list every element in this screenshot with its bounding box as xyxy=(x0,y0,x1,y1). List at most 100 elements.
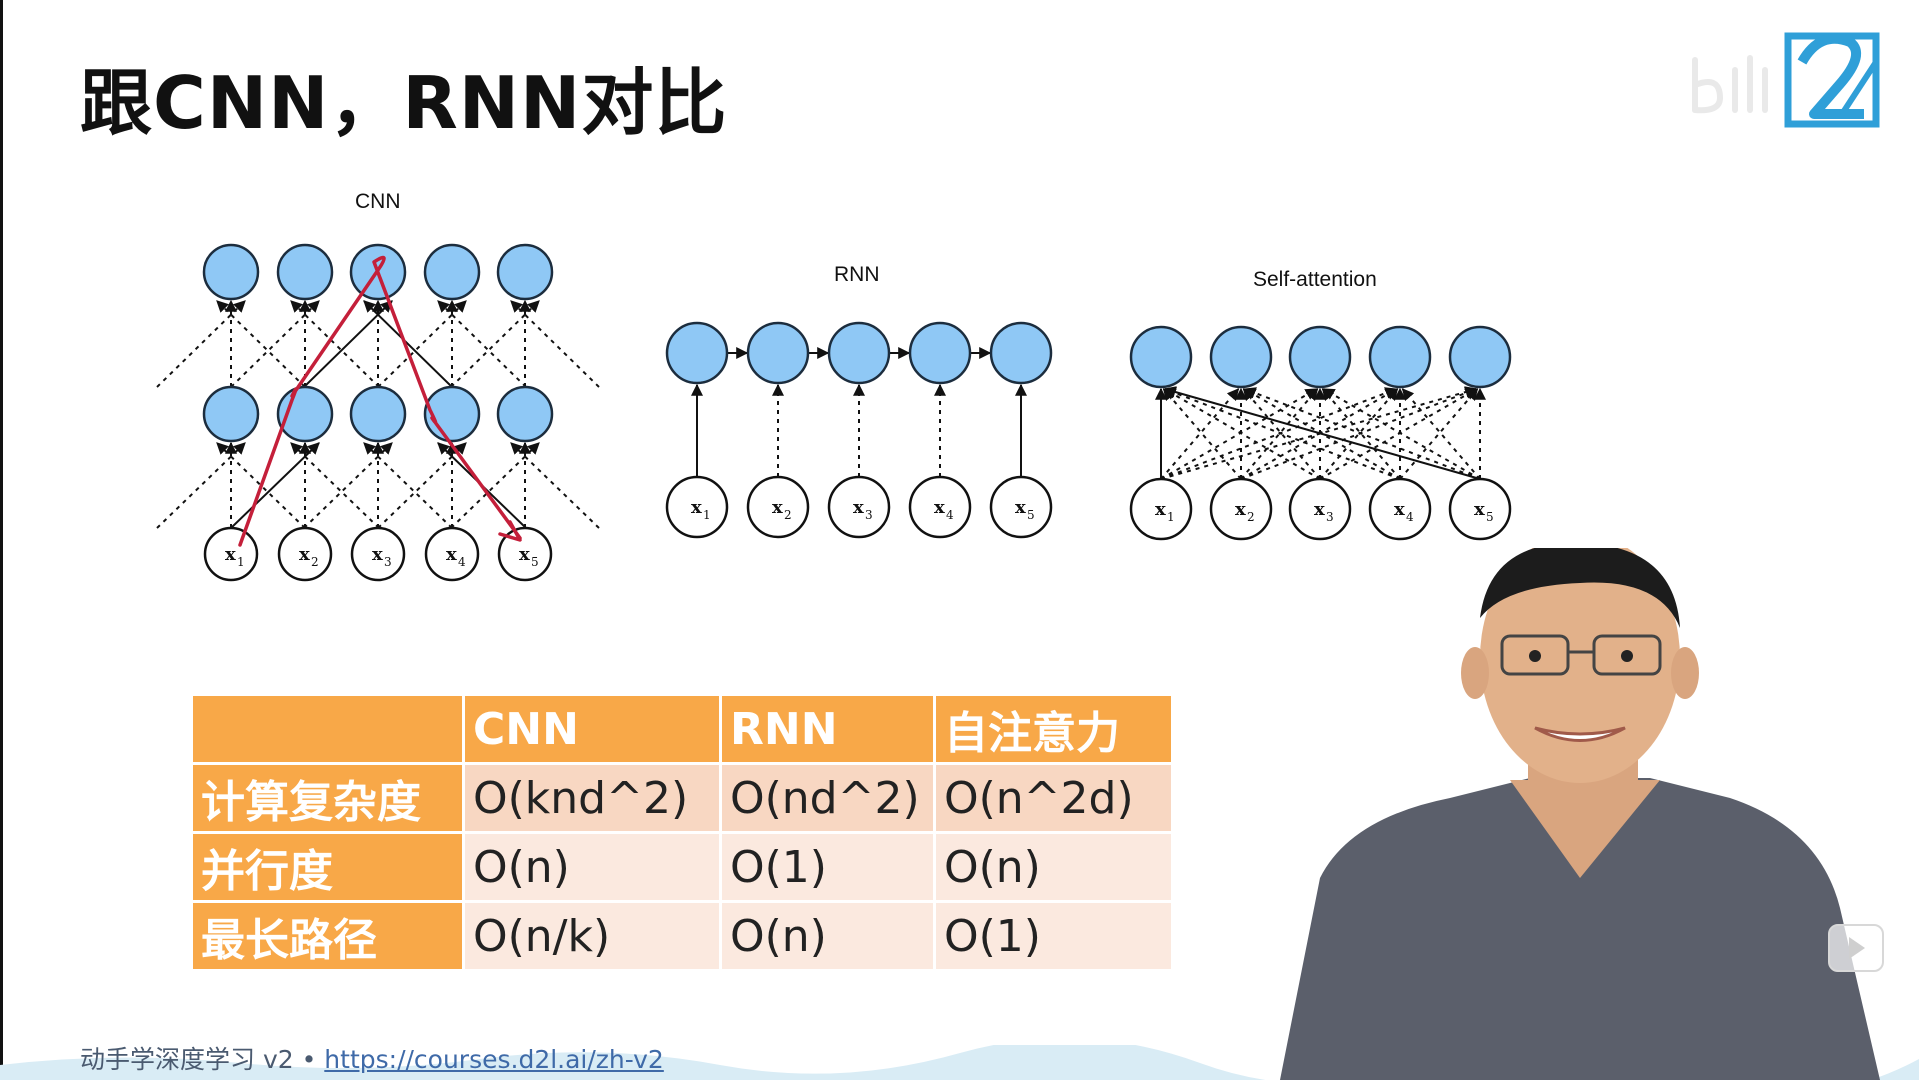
hidden-node xyxy=(1129,325,1193,389)
input-subscript: 5 xyxy=(1027,508,1035,522)
input-label: x xyxy=(853,497,864,518)
input-subscript: 3 xyxy=(865,508,873,522)
hidden-node xyxy=(496,243,554,301)
edge-arrow xyxy=(1399,388,1479,480)
edge-arrow xyxy=(450,300,540,388)
hidden-node xyxy=(1209,325,1273,389)
input-subscript: 1 xyxy=(703,508,711,522)
input-subscript: 1 xyxy=(237,555,245,569)
input-subscript: 2 xyxy=(784,508,792,522)
edge-arrow xyxy=(1163,388,1321,480)
table-cell: O(n) xyxy=(933,831,1174,903)
input-label: x xyxy=(691,497,702,518)
edge-arrow xyxy=(510,442,600,529)
hidden-node xyxy=(202,385,260,443)
edge-arrow xyxy=(1401,388,1481,480)
rnn-diagram-label: RNN xyxy=(834,263,880,286)
edge-arrow xyxy=(1322,388,1481,480)
edge-arrow xyxy=(363,300,453,388)
input-node xyxy=(277,526,333,582)
table-cell: O(nd^2) xyxy=(719,762,936,834)
hidden-node xyxy=(746,321,810,385)
input-node xyxy=(424,526,480,582)
edge-arrow xyxy=(1321,388,1401,480)
table-cell: O(n) xyxy=(462,831,722,903)
edge-arrow xyxy=(1240,388,1398,480)
input-node xyxy=(908,475,972,539)
input-node xyxy=(665,475,729,539)
table-cell: O(n) xyxy=(719,900,936,972)
table-header-attention: 自注意力 xyxy=(933,693,1174,765)
row-label: 计算复杂度 xyxy=(190,762,465,834)
edge-arrow xyxy=(1242,388,1321,480)
edge-arrow xyxy=(1240,388,1319,480)
row-label: 最长路径 xyxy=(190,900,465,972)
footer-link[interactable]: https://courses.d2l.ai/zh-v2 xyxy=(324,1045,664,1074)
input-node xyxy=(350,526,406,582)
hidden-node xyxy=(423,243,481,301)
input-label: x xyxy=(1474,499,1485,520)
input-node xyxy=(1288,477,1352,541)
table-cell: O(1) xyxy=(719,831,936,903)
comparison-table: CNN RNN 自注意力 计算复杂度 O(knd^2) O(nd^2) O(n^… xyxy=(190,693,1174,972)
input-subscript: 3 xyxy=(1326,510,1334,524)
hidden-node xyxy=(349,385,407,443)
input-label: x xyxy=(1155,499,1166,520)
edge-arrow xyxy=(1160,388,1240,480)
table-cell: O(1) xyxy=(933,900,1174,972)
table-cell: O(n^2d) xyxy=(933,762,1174,834)
input-label: x xyxy=(772,497,783,518)
table-header-rnn: RNN xyxy=(719,693,936,765)
table-row: 计算复杂度 O(knd^2) O(nd^2) O(n^2d) xyxy=(190,762,1174,834)
input-label: x xyxy=(1314,499,1325,520)
input-subscript: 1 xyxy=(1167,510,1175,524)
play-button-icon[interactable] xyxy=(1828,924,1884,972)
input-subscript: 2 xyxy=(311,555,319,569)
slide-title: 跟CNN，RNN对比 xyxy=(80,61,728,145)
input-label: x xyxy=(299,544,310,565)
d2l-logo-icon xyxy=(1784,32,1880,128)
annotation-path xyxy=(238,255,522,547)
input-subscript: 5 xyxy=(531,555,539,569)
edge-arrow xyxy=(216,300,306,388)
input-label: x xyxy=(225,544,236,565)
hidden-node xyxy=(276,243,334,301)
edge-arrow xyxy=(510,300,600,388)
edge-arrow xyxy=(230,300,320,388)
hidden-node xyxy=(989,321,1053,385)
hidden-node xyxy=(1288,325,1352,389)
input-label: x xyxy=(934,497,945,518)
table-header-row: CNN RNN 自注意力 xyxy=(190,693,1174,765)
hidden-node xyxy=(1448,325,1512,389)
table-cell: O(knd^2) xyxy=(462,762,722,834)
edge-arrow xyxy=(1160,388,1318,480)
input-node xyxy=(1209,477,1273,541)
hidden-node xyxy=(665,321,729,385)
input-label: x xyxy=(1235,499,1246,520)
input-label: x xyxy=(372,544,383,565)
table-row: 最长路径 O(n/k) O(n) O(1) xyxy=(190,900,1174,972)
table-header-corner xyxy=(190,693,465,765)
input-node xyxy=(497,526,553,582)
edge-arrow xyxy=(377,300,467,388)
hidden-node xyxy=(496,385,554,443)
edge-arrow xyxy=(1163,387,1401,480)
footer: 动手学深度学习 v2 • https://courses.d2l.ai/zh-v… xyxy=(80,1040,664,1076)
edge-arrow xyxy=(1243,387,1481,480)
input-subscript: 2 xyxy=(1247,510,1255,524)
input-node xyxy=(1129,477,1193,541)
edge-arrow xyxy=(437,300,527,388)
input-node xyxy=(203,526,259,582)
input-subscript: 3 xyxy=(384,555,392,569)
edge-arrow xyxy=(290,442,380,529)
row-label: 并行度 xyxy=(190,831,465,903)
table-row: 并行度 O(n) O(1) O(n) xyxy=(190,831,1174,903)
input-subscript: 4 xyxy=(946,508,954,522)
input-label: x xyxy=(1394,499,1405,520)
input-label: x xyxy=(1015,497,1026,518)
edge-arrow xyxy=(156,300,246,388)
input-subscript: 5 xyxy=(1486,510,1494,524)
edge-arrow xyxy=(1319,388,1478,480)
edge-arrow xyxy=(363,442,453,529)
